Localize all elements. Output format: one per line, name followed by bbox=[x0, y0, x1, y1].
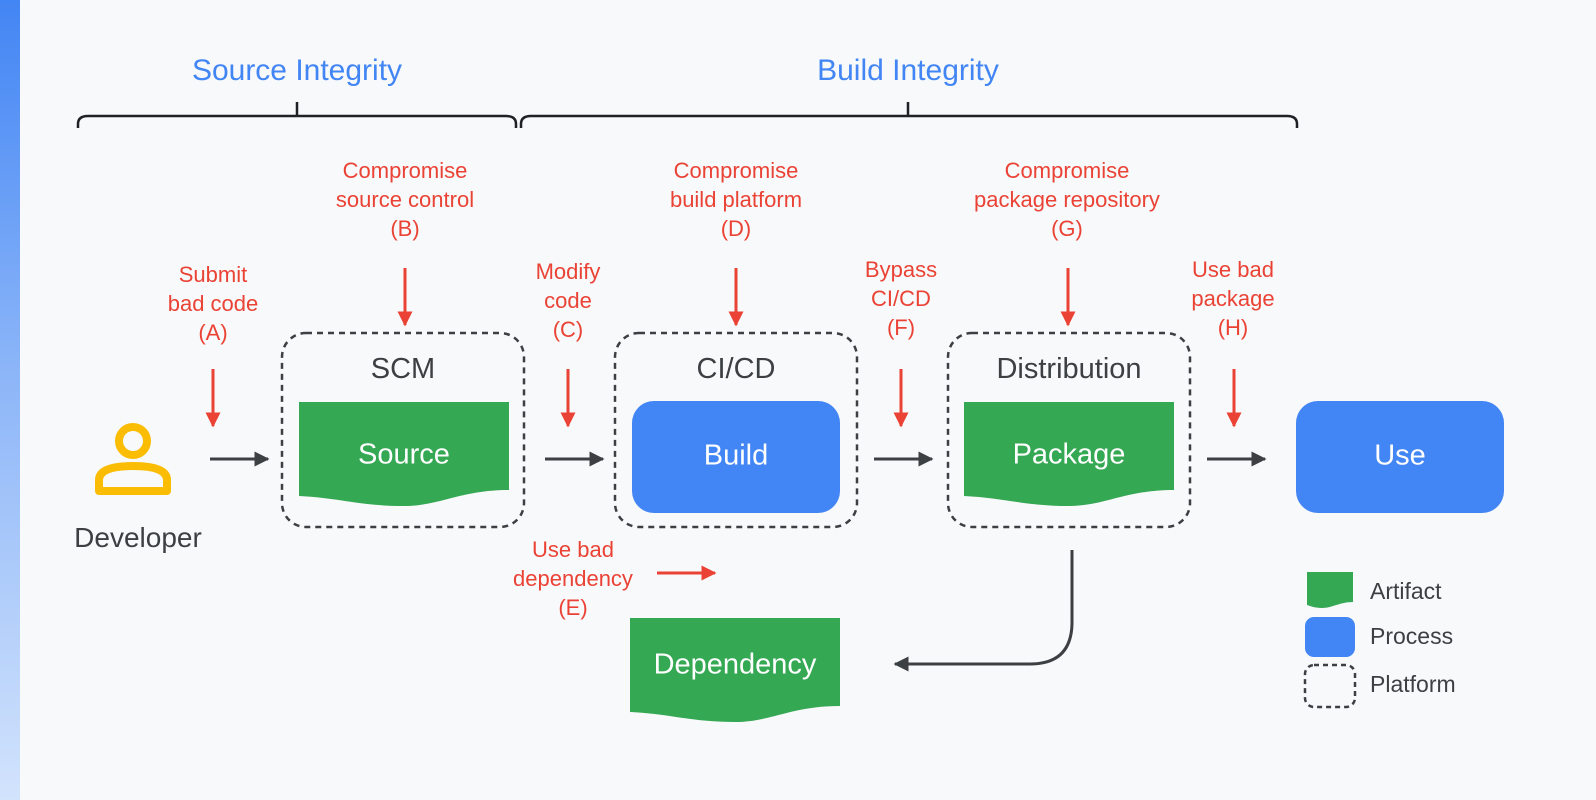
distribution-platform bbox=[946, 331, 1192, 529]
cicd-platform bbox=[613, 331, 859, 529]
threat-d-line1: Compromise bbox=[674, 158, 799, 183]
threat-c-line2: code bbox=[544, 288, 592, 313]
source-integrity-brace bbox=[76, 102, 518, 128]
threat-c-line1: Modify bbox=[536, 259, 601, 284]
build-integrity-brace bbox=[519, 102, 1299, 128]
source-artifact-label: Source bbox=[358, 439, 450, 471]
package-artifact bbox=[964, 402, 1174, 506]
source-artifact bbox=[299, 402, 509, 506]
legend-platform-swatch bbox=[1303, 663, 1357, 709]
threat-label-f: Bypass CI/CD (F) bbox=[865, 257, 937, 340]
threat-a-line3: (A) bbox=[198, 320, 227, 345]
threat-h-line2: package bbox=[1191, 286, 1274, 311]
threat-f-line1: Bypass bbox=[865, 257, 937, 282]
legend: Artifact Process Platform bbox=[1303, 572, 1456, 709]
threat-c-line3: (C) bbox=[553, 317, 584, 342]
flow-arrow-distribution-to-dependency bbox=[893, 550, 1074, 672]
use-process bbox=[1296, 401, 1504, 513]
threat-a-line2: bad code bbox=[168, 291, 259, 316]
threat-g-line1: Compromise bbox=[1005, 158, 1130, 183]
threat-label-h: Use bad package (H) bbox=[1191, 257, 1274, 340]
threat-e-line1: Use bad bbox=[532, 537, 614, 562]
threat-a-line1: Submit bbox=[179, 262, 247, 287]
build-process-label: Build bbox=[704, 440, 769, 472]
legend-artifact-swatch bbox=[1307, 572, 1353, 608]
legend-process-swatch bbox=[1305, 617, 1355, 657]
dependency-artifact bbox=[630, 618, 840, 722]
threat-label-b: Compromise source control (B) bbox=[336, 158, 474, 241]
threat-g-line2: package repository bbox=[974, 187, 1160, 212]
threat-g-line3: (G) bbox=[1051, 216, 1083, 241]
threat-b-line1: Compromise bbox=[343, 158, 468, 183]
legend-platform-label: Platform bbox=[1370, 671, 1456, 697]
threat-e-line3: (E) bbox=[558, 595, 587, 620]
side-accent-stripe bbox=[0, 0, 20, 800]
scm-platform-label: SCM bbox=[371, 353, 435, 385]
distribution-platform-label: Distribution bbox=[996, 353, 1141, 385]
dependency-artifact-label: Dependency bbox=[654, 649, 817, 681]
scm-platform bbox=[280, 331, 526, 529]
build-process bbox=[632, 401, 840, 513]
threat-d-line3: (D) bbox=[721, 216, 752, 241]
threat-label-e: Use bad dependency (E) bbox=[513, 537, 633, 620]
package-artifact-label: Package bbox=[1013, 439, 1126, 471]
person-icon bbox=[95, 423, 171, 495]
source-integrity-title: Source Integrity bbox=[192, 54, 402, 87]
developer-label: Developer bbox=[74, 522, 202, 553]
threat-label-g: Compromise package repository (G) bbox=[974, 158, 1160, 241]
threat-h-line3: (H) bbox=[1218, 315, 1249, 340]
cicd-platform-label: CI/CD bbox=[697, 353, 776, 385]
threat-b-line2: source control bbox=[336, 187, 474, 212]
threat-f-line3: (F) bbox=[887, 315, 915, 340]
threat-label-c: Modify code (C) bbox=[536, 259, 601, 342]
threat-label-d: Compromise build platform (D) bbox=[670, 158, 802, 241]
threat-f-line2: CI/CD bbox=[871, 286, 931, 311]
use-process-label: Use bbox=[1374, 440, 1426, 472]
threat-b-line3: (B) bbox=[390, 216, 419, 241]
threat-e-line2: dependency bbox=[513, 566, 633, 591]
threat-label-a: Submit bad code (A) bbox=[168, 262, 259, 345]
build-integrity-title: Build Integrity bbox=[817, 54, 999, 87]
legend-process-label: Process bbox=[1370, 623, 1453, 649]
threat-h-line1: Use bad bbox=[1192, 257, 1274, 282]
legend-artifact-label: Artifact bbox=[1370, 578, 1442, 604]
threat-d-line2: build platform bbox=[670, 187, 802, 212]
